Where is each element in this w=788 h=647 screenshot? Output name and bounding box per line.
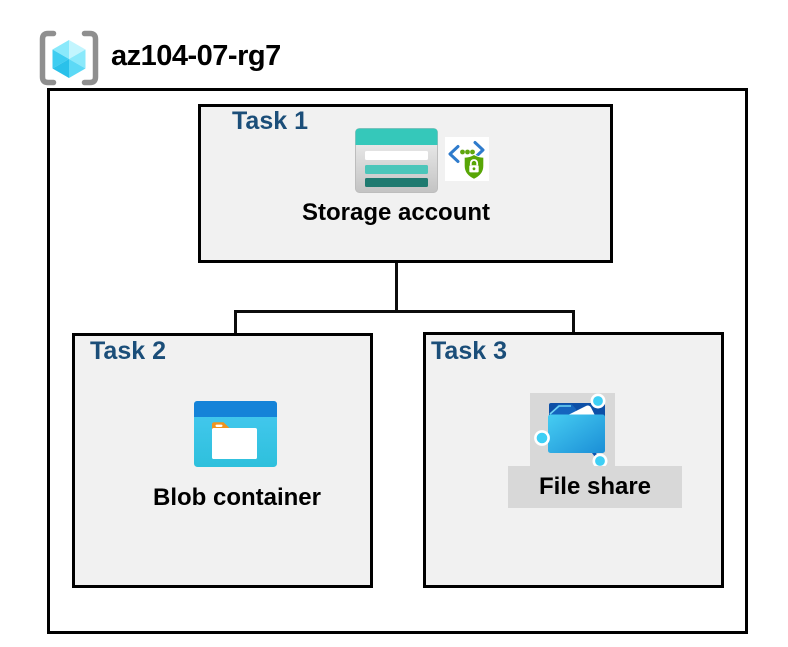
storage-account-label: Storage account	[301, 199, 491, 226]
resource-group-icon	[39, 30, 99, 86]
task1-label: Task 1	[232, 107, 308, 135]
file-share-label-highlight	[508, 466, 682, 508]
task3-label: Task 3	[431, 337, 507, 365]
connector-branch	[234, 310, 575, 313]
task2-label: Task 2	[90, 337, 166, 365]
storage-account-icon	[355, 128, 438, 193]
file-share-label: File share	[538, 473, 652, 500]
blob-container-icon	[194, 401, 277, 467]
file-share-icon	[534, 393, 608, 469]
file-share-selection-highlight	[530, 393, 615, 469]
shared-access-signature-icon	[445, 137, 489, 181]
resource-group-name: az104-07-rg7	[111, 40, 281, 72]
connector-storage-stem	[395, 234, 398, 313]
blob-container-label: Blob container	[152, 484, 321, 511]
